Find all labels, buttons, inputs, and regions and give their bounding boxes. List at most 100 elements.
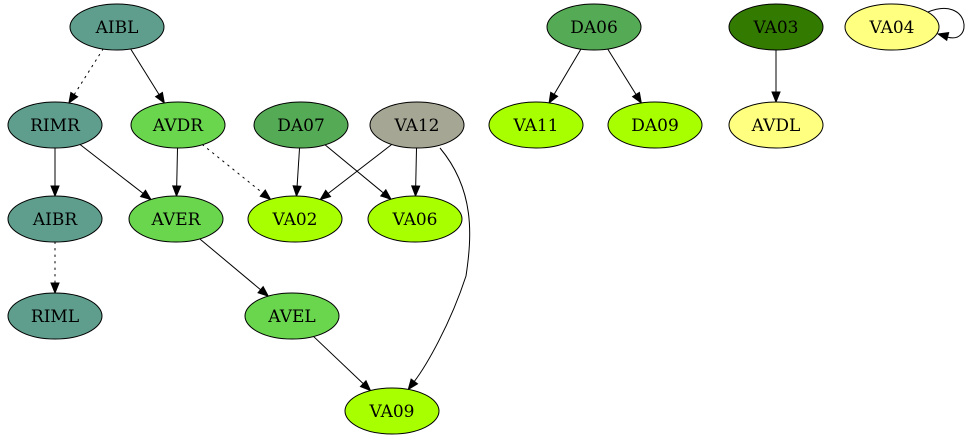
node-avel-ellipse: [244, 292, 340, 340]
edge-rimr-to-aver: [79, 144, 153, 201]
edge-avdr-to-va02-line: [201, 144, 264, 194]
edge-va03-to-avdl-arrowhead: [771, 91, 781, 104]
edge-aibr-to-riml-arrowhead: [50, 282, 60, 295]
node-da07-ellipse: [253, 101, 349, 149]
node-va02-ellipse: [247, 195, 343, 243]
edge-aibl-to-avdr-arrowhead: [154, 91, 166, 105]
edge-aibr-to-riml: [50, 241, 60, 295]
node-avdl-ellipse: [728, 101, 824, 149]
node-da07: DA07: [253, 101, 349, 149]
edge-avdr-to-aver-arrowhead: [171, 185, 182, 198]
edge-avdr-to-va02-arrowhead: [259, 189, 272, 201]
node-avdr: AVDR: [130, 101, 226, 149]
node-aver: AVER: [128, 195, 224, 243]
node-va12-ellipse: [369, 101, 465, 149]
edge-da06-to-da09: [607, 48, 643, 105]
edge-da06-to-va11: [548, 48, 582, 105]
node-riml-label: RIML: [31, 307, 79, 327]
edge-aver-to-avel-arrowhead: [257, 285, 270, 298]
edge-va12-to-va09: [407, 147, 471, 391]
edge-avel-to-va09-arrowhead: [359, 379, 372, 392]
node-aibr: AIBR: [7, 195, 103, 243]
edge-aibl-to-avdr: [130, 48, 166, 105]
edge-va12-to-va02-line: [327, 144, 393, 194]
edge-va12-to-va06: [410, 147, 421, 198]
node-rimr-label: RIMR: [30, 116, 81, 136]
edge-avdr-to-aver-line: [176, 147, 179, 187]
edge-da07-to-va06-arrowhead: [379, 188, 393, 201]
node-avel: AVEL: [244, 292, 340, 340]
node-avdr-label: AVDR: [152, 116, 204, 136]
node-va03-ellipse: [728, 3, 824, 51]
node-va04-ellipse: [844, 3, 940, 51]
edge-rimr-to-aibr-arrowhead: [50, 185, 60, 198]
edge-aibl-to-avdr-line: [130, 48, 160, 95]
node-avdl-label: AVDL: [751, 116, 801, 136]
edge-va12-to-va02: [319, 144, 393, 201]
edge-va04-to-va04: [927, 8, 965, 42]
edge-da06-to-da09-arrowhead: [631, 91, 643, 105]
node-va11-ellipse: [488, 101, 584, 149]
edges-layer: [50, 8, 965, 392]
edge-da07-to-va02-line: [296, 147, 301, 187]
edge-va04-to-va04-arrowhead: [936, 31, 950, 42]
node-va03-label: VA03: [752, 18, 798, 38]
node-da09-ellipse: [607, 101, 703, 149]
edge-da06-to-da09-line: [607, 48, 637, 95]
node-va06-ellipse: [367, 195, 463, 243]
node-va04: VA04: [844, 3, 940, 51]
node-da06-label: DA06: [570, 18, 618, 38]
node-va06: VA06: [367, 195, 463, 243]
edge-rimr-to-aver-line: [79, 144, 144, 194]
edge-va04-to-va04-line: [927, 8, 965, 39]
edge-da06-to-va11-line: [553, 48, 582, 95]
node-avdl: AVDL: [728, 101, 824, 149]
node-avdr-ellipse: [130, 101, 226, 149]
node-riml-ellipse: [7, 292, 103, 340]
edge-va12-to-va09-arrowhead: [407, 378, 419, 391]
edge-da07-to-va06: [324, 144, 393, 201]
edge-avdr-to-va02: [201, 144, 272, 201]
edge-da07-to-va02: [292, 147, 302, 198]
edge-rimr-to-aver-arrowhead: [139, 189, 153, 201]
node-va12: VA12: [369, 101, 465, 149]
node-da06-ellipse: [546, 3, 642, 51]
edge-da07-to-va02-arrowhead: [292, 185, 302, 198]
node-avel-label: AVEL: [267, 307, 315, 327]
edge-aibl-to-rimr: [68, 48, 104, 105]
node-aibl-label: AIBL: [95, 18, 139, 38]
node-va12-label: VA12: [393, 116, 439, 136]
node-da09: DA09: [607, 101, 703, 149]
edge-va12-to-va09-line: [413, 147, 471, 382]
edge-da07-to-va06-line: [324, 144, 384, 194]
edge-va12-to-va02-arrowhead: [319, 189, 332, 201]
node-va03: VA03: [728, 3, 824, 51]
node-aibr-ellipse: [7, 195, 103, 243]
edge-va12-to-va06-line: [415, 147, 418, 187]
node-va09-label: VA09: [368, 402, 414, 422]
edge-aibl-to-rimr-arrowhead: [68, 91, 79, 105]
node-aibr-label: AIBR: [32, 210, 78, 230]
node-va04-label: VA04: [868, 18, 914, 38]
node-rimr: RIMR: [7, 101, 103, 149]
node-rimr-ellipse: [7, 101, 103, 149]
edge-rimr-to-aibr: [50, 148, 60, 198]
edge-avel-to-va09-line: [313, 336, 364, 385]
edge-va03-to-avdl: [771, 50, 781, 104]
edge-aver-to-avel: [199, 238, 270, 298]
node-va09-ellipse: [344, 387, 440, 435]
node-aver-label: AVER: [151, 210, 202, 230]
node-va06-label: VA06: [391, 210, 437, 230]
edge-aibl-to-rimr-line: [73, 48, 104, 96]
node-aver-ellipse: [128, 195, 224, 243]
node-va02-label: VA02: [271, 210, 317, 230]
edge-aver-to-avel-line: [199, 238, 261, 291]
nodes-layer: AIBL RIMR AIBR RIML AVDR AVER AVEL DA07 VA12VA02…: [7, 3, 940, 435]
node-da07-label: DA07: [277, 116, 325, 136]
edge-va12-to-va06-arrowhead: [410, 185, 421, 198]
node-va11-label: VA11: [512, 116, 558, 136]
node-aibl-ellipse: [69, 3, 165, 51]
node-va09: VA09: [344, 387, 440, 435]
node-riml: RIML: [7, 292, 103, 340]
